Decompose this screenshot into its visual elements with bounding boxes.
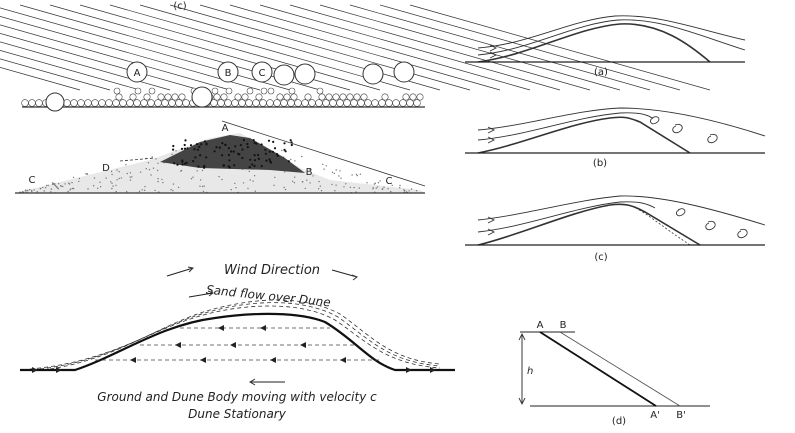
caption-c: (c) [594, 252, 607, 263]
eddies-b [649, 116, 718, 144]
ripple-label-c-left: C [29, 175, 36, 186]
sand-flow-arrow [188, 292, 214, 298]
slip-face-a [539, 331, 657, 407]
point-a: A [537, 320, 544, 331]
wind-streamlines [0, 4, 711, 91]
dune-profile [20, 312, 455, 372]
crest-stipple [172, 139, 293, 169]
streamline-c-1 [477, 195, 766, 226]
streamline-b-1 [477, 107, 766, 137]
streamline-b-2 [477, 112, 653, 141]
caption-a: (a) [594, 67, 608, 78]
ripple-label-a: A [222, 123, 229, 134]
saltation-panel-header: (c) [173, 1, 186, 12]
bed-grains [21, 87, 424, 107]
sand-flow-label: Sand flow over Dune [205, 283, 331, 310]
saltation-panel: (c) A B C [0, 1, 711, 112]
point-b-prime: B' [676, 410, 686, 421]
ripple-label-c-right: C [386, 176, 393, 187]
flow-panel-c: (c) [465, 195, 766, 263]
ripple-leader-d [119, 157, 156, 162]
slip-face-c [631, 205, 691, 246]
large-grains [45, 61, 415, 112]
ripple-slope-line [221, 120, 426, 187]
ground-flow-arrowheads [32, 367, 436, 373]
flow-panel-a: (a) [465, 15, 746, 78]
ripple-panel: A B C C D [15, 120, 426, 194]
grain-label-a: A [134, 68, 141, 79]
sand-flow-lines [29, 299, 441, 370]
flow-panel-b: (b) [465, 107, 766, 169]
ripple-label-d: D [102, 163, 110, 174]
internal-flow-lines [95, 327, 380, 361]
streamline-c-2 [477, 201, 656, 233]
caption-d: (d) [612, 416, 626, 427]
height-label: h [527, 366, 533, 377]
dune-profile-b [477, 116, 691, 154]
wind-arrow-left [166, 267, 194, 277]
wind-direction-label: Wind Direction [224, 263, 320, 278]
streamline-a-1 [477, 15, 746, 49]
caption-b: (b) [593, 158, 607, 169]
eddies-c [675, 208, 748, 239]
dune-profile-a [477, 23, 711, 63]
stationary-caption: Dune Stationary [188, 407, 287, 421]
grain-label-c: C [259, 68, 266, 79]
slip-face-panel-d: A B A' B' h (d) [518, 320, 710, 427]
streamline-a-2 [477, 19, 746, 56]
ripple-label-b: B [306, 167, 313, 178]
ground-caption: Ground and Dune Body moving with velocit… [97, 390, 377, 404]
internal-flow-arrowheads [130, 325, 346, 363]
dune-flow-panel: Wind Direction Sand flow over Dune [20, 263, 455, 421]
dune-profile-c [477, 203, 701, 246]
point-a-prime: A' [650, 410, 660, 421]
slip-face-b [559, 331, 681, 407]
grain-label-b: B [225, 68, 232, 79]
point-b: B [560, 320, 567, 331]
